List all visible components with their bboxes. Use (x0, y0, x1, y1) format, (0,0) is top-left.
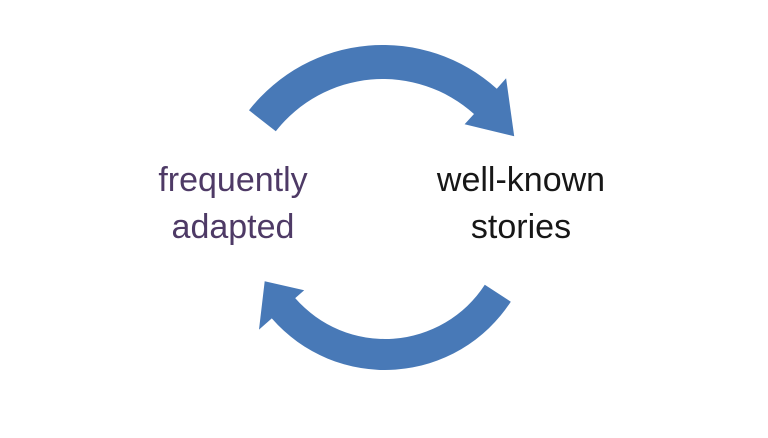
node-label-line: frequently (158, 161, 308, 199)
node-label-well-known-stories: well-known stories (401, 157, 641, 251)
curved-arrow-bottom-icon (259, 281, 511, 370)
node-label-line: well-known (436, 161, 606, 199)
node-label-frequently-adapted: frequently adapted (113, 157, 353, 251)
curved-arrow-top-icon (249, 44, 515, 137)
node-label-line: adapted (171, 208, 295, 246)
node-label-line: stories (470, 208, 572, 246)
